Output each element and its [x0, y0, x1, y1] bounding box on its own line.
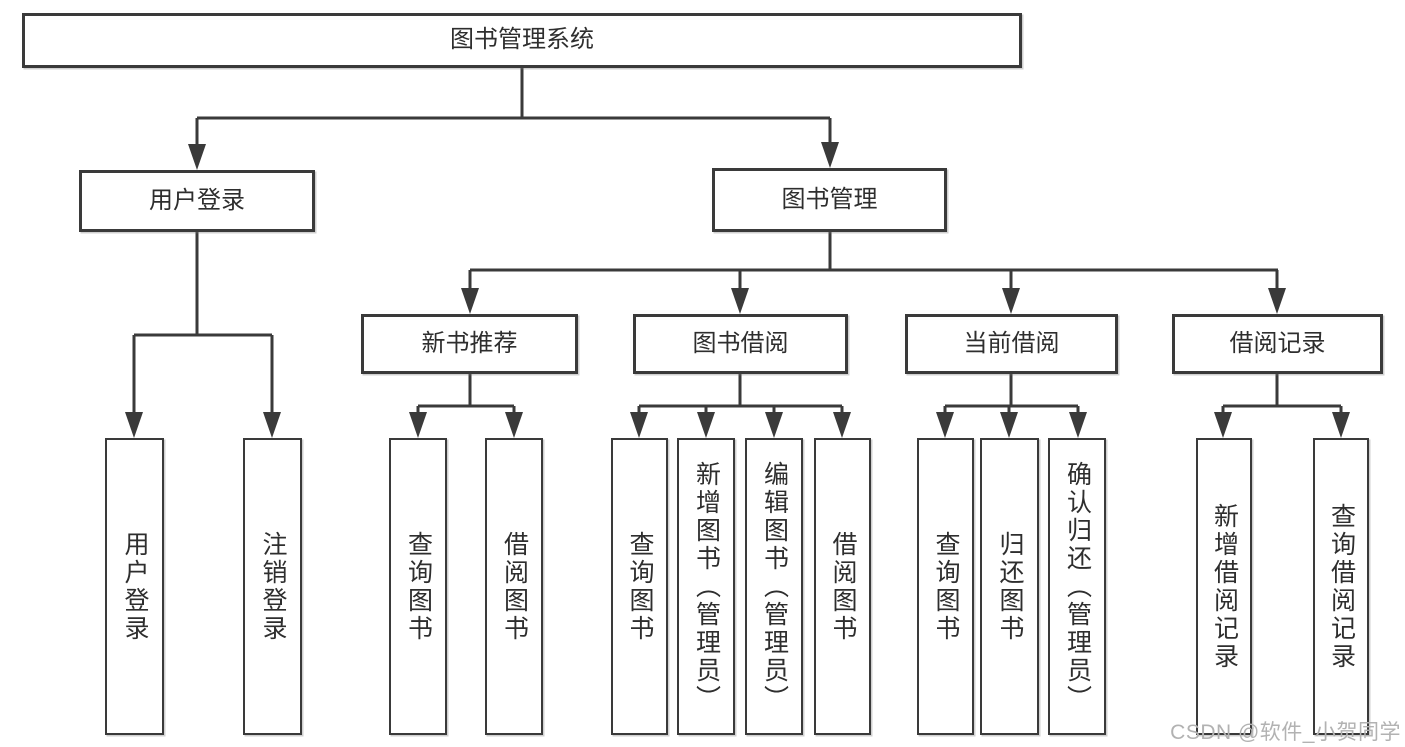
arrow-down-icon	[765, 412, 783, 438]
arrow-down-icon	[1002, 288, 1020, 314]
arrow-down-icon	[833, 412, 851, 438]
arrow-down-icon	[1000, 412, 1018, 438]
node-library-management-system: 图书管理系统	[22, 13, 1022, 68]
arrow-down-icon	[1069, 412, 1087, 438]
node-book-management: 图书管理	[712, 168, 947, 232]
node-add-book-admin: 新增图书（管理员）	[677, 438, 735, 735]
node-return-book: 归还图书	[980, 438, 1039, 735]
node-borrow-record: 借阅记录	[1172, 314, 1383, 374]
arrow-down-icon	[505, 412, 523, 438]
arrow-down-icon	[731, 288, 749, 314]
arrow-down-icon	[461, 288, 479, 314]
node-book-borrow: 图书借阅	[633, 314, 848, 374]
arrow-down-icon	[1332, 412, 1350, 438]
node-edit-book-admin: 编辑图书（管理员）	[745, 438, 803, 735]
arrow-down-icon	[409, 412, 427, 438]
node-borrow-book-bb: 借阅图书	[814, 438, 871, 735]
node-query-book-rec: 查询图书	[389, 438, 447, 735]
node-add-borrow-record: 新增借阅记录	[1196, 438, 1252, 735]
arrow-down-icon	[125, 412, 143, 438]
csdn-watermark: CSDN @软件_小贺同学	[1170, 721, 1401, 744]
arrowheads	[125, 142, 1350, 438]
node-user-login-leaf: 用户登录	[105, 438, 164, 735]
arrow-down-icon	[630, 412, 648, 438]
arrow-down-icon	[1268, 288, 1286, 314]
node-query-borrow-record: 查询借阅记录	[1313, 438, 1369, 735]
node-logout: 注销登录	[243, 438, 302, 735]
arrow-down-icon	[188, 144, 206, 170]
node-user-login: 用户登录	[79, 170, 315, 232]
arrow-down-icon	[821, 142, 839, 168]
node-borrow-book-rec: 借阅图书	[485, 438, 543, 735]
arrow-down-icon	[697, 412, 715, 438]
arrow-down-icon	[936, 412, 954, 438]
arrow-down-icon	[263, 412, 281, 438]
node-current-borrow: 当前借阅	[905, 314, 1118, 374]
node-query-book-cb: 查询图书	[917, 438, 974, 735]
arrow-down-icon	[1214, 412, 1232, 438]
node-new-book-recommend: 新书推荐	[361, 314, 578, 374]
node-query-book-bb: 查询图书	[611, 438, 668, 735]
node-confirm-return-admin: 确认归还（管理员）	[1048, 438, 1106, 735]
